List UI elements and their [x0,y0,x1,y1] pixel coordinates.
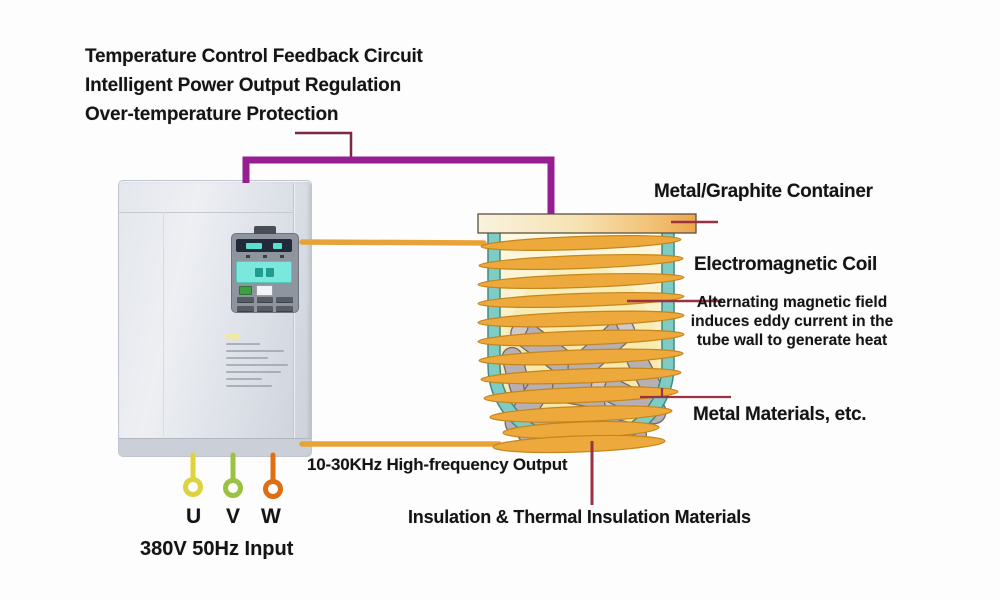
control-circuit-wire [242,156,555,218]
panel-buttons [239,285,291,296]
keypad-key [256,306,274,312]
terminal-w [263,452,283,499]
label-terminal-w: W [261,505,281,528]
note-overtemp-protection: Over-temperature Protection [85,104,339,125]
panel-tab [254,226,276,234]
lcd-segment [245,242,262,249]
coil-turn [492,434,666,454]
keypad-key [256,297,274,303]
device-seam [163,212,164,436]
terminal-v [223,452,243,498]
label-eddy-current-note: Alternating magnetic field induces eddy … [690,294,894,349]
control-panel [231,226,299,313]
feedback-note-bracket-line [295,131,353,158]
terminal-v-ring [223,478,243,498]
label-input-power: 380V 50Hz Input [140,538,294,560]
device-seam [119,212,295,213]
coil-lead-wires [299,239,502,447]
coil-turn [477,310,685,328]
graphite-lid [477,213,697,234]
nameplate-line [226,350,284,352]
device-seam [293,183,294,453]
nameplate-line [226,385,272,387]
indicator-lights [240,255,290,259]
keypad-key [276,306,293,312]
label-terminal-v: V [226,505,241,528]
coil-lead-top [299,239,487,246]
panel-glyph [265,267,274,277]
nameplate-line [226,343,260,345]
label-electromagnetic-coil: Electromagnetic Coil [694,254,877,275]
label-terminal-u: U [186,505,202,528]
label-metal-graphite-container: Metal/Graphite Container [654,181,873,202]
label-metal-materials: Metal Materials, etc. [693,404,867,425]
run-button [239,286,252,295]
lcd-display [236,239,292,252]
coil-turn [477,272,685,290]
cyan-panel [236,261,292,283]
nameplate-line [226,371,281,373]
nameplate-line [226,357,268,359]
coil-turn [480,235,682,251]
controller-feature-notes: Temperature Control Feedback Circuit Int… [85,42,423,129]
frequency-inverter-device [118,180,312,457]
electromagnetic-coil [477,235,685,454]
device-nameplate [226,333,292,392]
keypad-key [237,306,254,312]
coil-turn [477,291,685,309]
coil-turn [478,348,684,366]
nameplate-line [226,364,288,366]
coil-turn [477,329,685,347]
keypad-key [237,297,254,303]
note-feedback-circuit: Temperature Control Feedback Circuit [85,46,423,67]
annotation-leader-lines [590,220,731,505]
keypad-key [276,297,293,303]
panel-glyph [254,267,263,277]
coil-turn [478,253,684,271]
nameplate-logo [226,333,240,339]
terminal-cover [119,438,311,456]
keypad-keys [237,297,293,312]
input-terminals [183,452,283,499]
stop-button [256,285,273,296]
nameplate-line [226,378,262,380]
label-high-frequency-output: 10-30KHz High-frequency Output [307,455,568,474]
terminal-w-ring [263,479,283,499]
lcd-segment [273,242,283,249]
terminal-u-ring [183,477,203,497]
terminal-u [183,452,203,497]
coil-turn [483,386,679,404]
note-power-regulation: Intelligent Power Output Regulation [85,75,401,96]
label-insulation-materials: Insulation & Thermal Insulation Material… [408,507,751,527]
coil-turn [480,367,682,385]
